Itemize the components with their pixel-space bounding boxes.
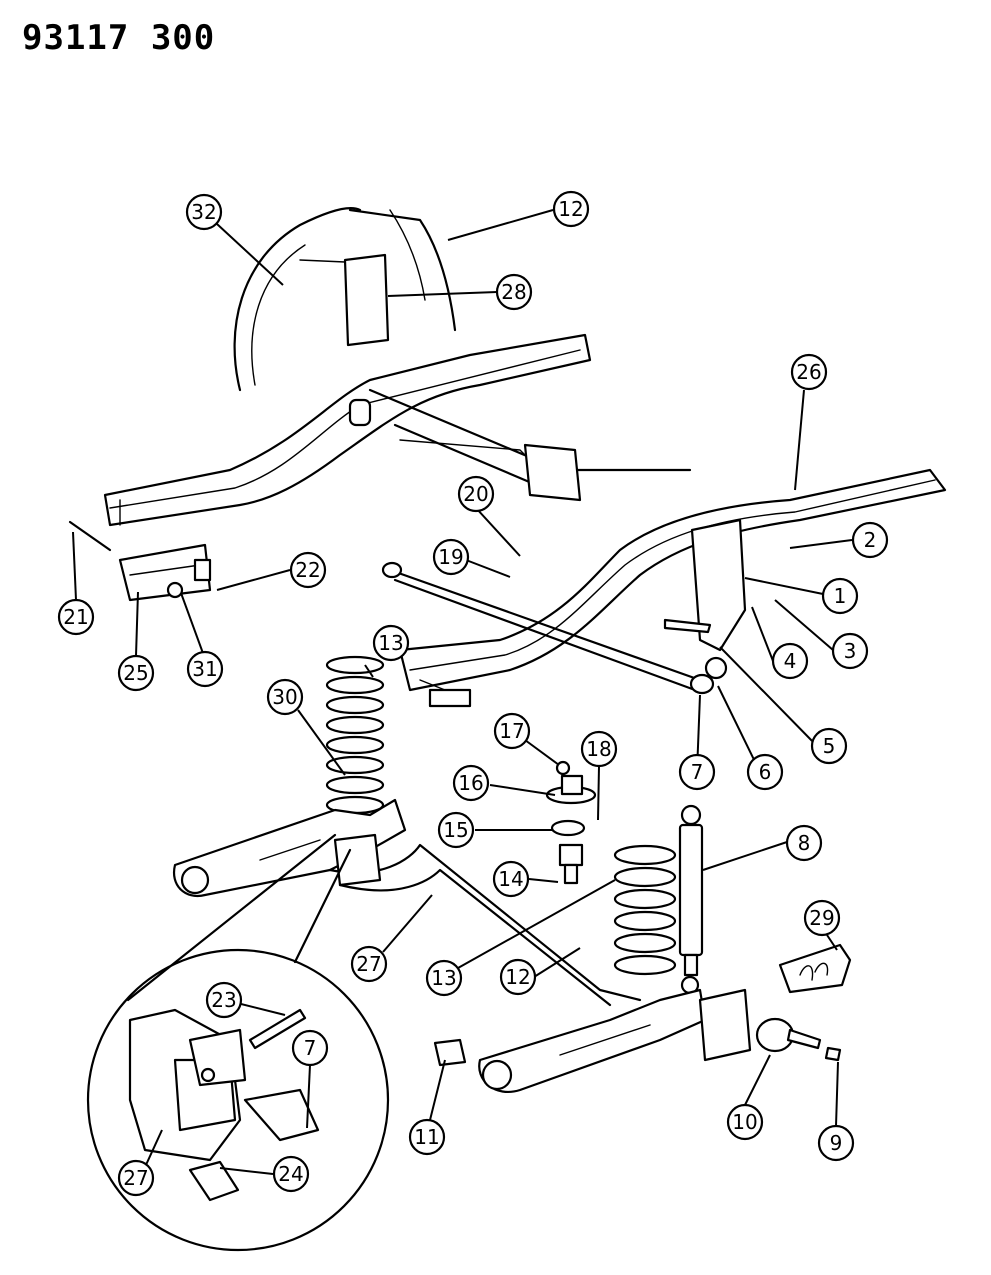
callout-18: 18 [580,730,618,768]
callout-22: 22 [289,551,327,589]
callout-2: 2 [851,521,889,559]
axle-left-arm [172,798,407,898]
callout-label: 7 [304,1036,317,1060]
coil-spring-lower [613,844,677,976]
frame-rail-left [103,333,592,527]
callout-13-lower: 13 [425,959,463,997]
callout-21: 21 [57,598,95,636]
spindle-mount [698,988,842,1062]
callout-label: 6 [759,760,772,784]
diagram-title: 93117 300 [22,18,216,58]
heat-shield [778,943,852,994]
callout-19: 19 [432,538,470,576]
callout-label: 13 [431,966,456,990]
front-bracket-assy [68,520,212,602]
shock-absorber [678,804,704,995]
callout-11: 11 [408,1118,446,1156]
callout-6: 6 [746,753,784,791]
frame-crossmember [348,388,692,502]
callout-30: 30 [266,678,304,716]
callout-32: 32 [185,193,223,231]
callout-label: 3 [844,639,857,663]
callout-13: 13 [372,624,410,662]
callout-16: 16 [452,764,490,802]
axle-beam [328,833,642,1007]
callout-label: 22 [295,558,320,582]
callout-12: 12 [552,190,590,228]
track-bar-bracket [663,518,747,680]
callout-label: 31 [192,657,217,681]
callout-label: 8 [798,831,811,855]
callout-label: 20 [463,482,488,506]
callout-label: 28 [501,280,526,304]
callout-label: 26 [796,360,821,384]
callout-label: 7 [691,760,704,784]
track-bar [381,561,715,695]
callout-label: 9 [830,1131,843,1155]
callout-label: 12 [505,965,530,989]
callout-20: 20 [457,475,495,513]
callout-14: 14 [492,860,530,898]
callout-label: 24 [278,1162,303,1186]
callout-27-detail: 27 [117,1159,155,1197]
callout-label: 21 [63,605,88,629]
callout-12-lower: 12 [499,958,537,996]
callout-3: 3 [831,632,869,670]
jounce-bumper-stack [545,760,597,885]
callout-5: 5 [810,727,848,765]
callout-label: 15 [443,818,468,842]
callout-8: 8 [785,824,823,862]
callout-9: 9 [817,1124,855,1162]
callout-7-detail: 7 [291,1029,329,1067]
callout-24: 24 [272,1155,310,1193]
callout-label: 13 [378,631,403,655]
coil-spring-upper [325,655,385,815]
callout-label: 25 [123,661,148,685]
callout-label: 4 [784,649,797,673]
callout-25: 25 [117,654,155,692]
callout-label: 11 [414,1125,439,1149]
callout-label: 32 [191,200,216,224]
callout-label: 18 [586,737,611,761]
callout-label: 12 [558,197,583,221]
callout-label: 14 [498,867,523,891]
leader-lines [72,209,853,1179]
callout-17: 17 [493,712,531,750]
callout-4: 4 [771,642,809,680]
callout-label: 19 [438,545,463,569]
frame-rail-right [398,468,947,708]
callout-label: 27 [123,1166,148,1190]
callout-29: 29 [803,899,841,937]
detail-view [86,833,390,1252]
callout-label: 16 [458,771,483,795]
callout-15: 15 [437,811,475,849]
callout-label: 17 [499,719,524,743]
wheel-house-panel [233,207,457,392]
callout-31: 31 [186,650,224,688]
callout-26: 26 [790,353,828,391]
callout-label: 10 [732,1110,757,1134]
axle-right-arm [478,988,707,1093]
callout-label: 30 [272,685,297,709]
callout-label: 27 [356,952,381,976]
callout-7: 7 [678,753,716,791]
pivot-bushing-11 [433,1038,467,1067]
callout-label: 1 [834,584,847,608]
callout-label: 5 [823,734,836,758]
callout-label: 29 [809,906,834,930]
callout-28: 28 [495,273,533,311]
callout-label: 23 [211,988,236,1012]
callout-label: 2 [864,528,877,552]
callout-1: 1 [821,577,859,615]
callout-27: 27 [350,945,388,983]
callout-10: 10 [726,1103,764,1141]
callout-23: 23 [205,981,243,1019]
